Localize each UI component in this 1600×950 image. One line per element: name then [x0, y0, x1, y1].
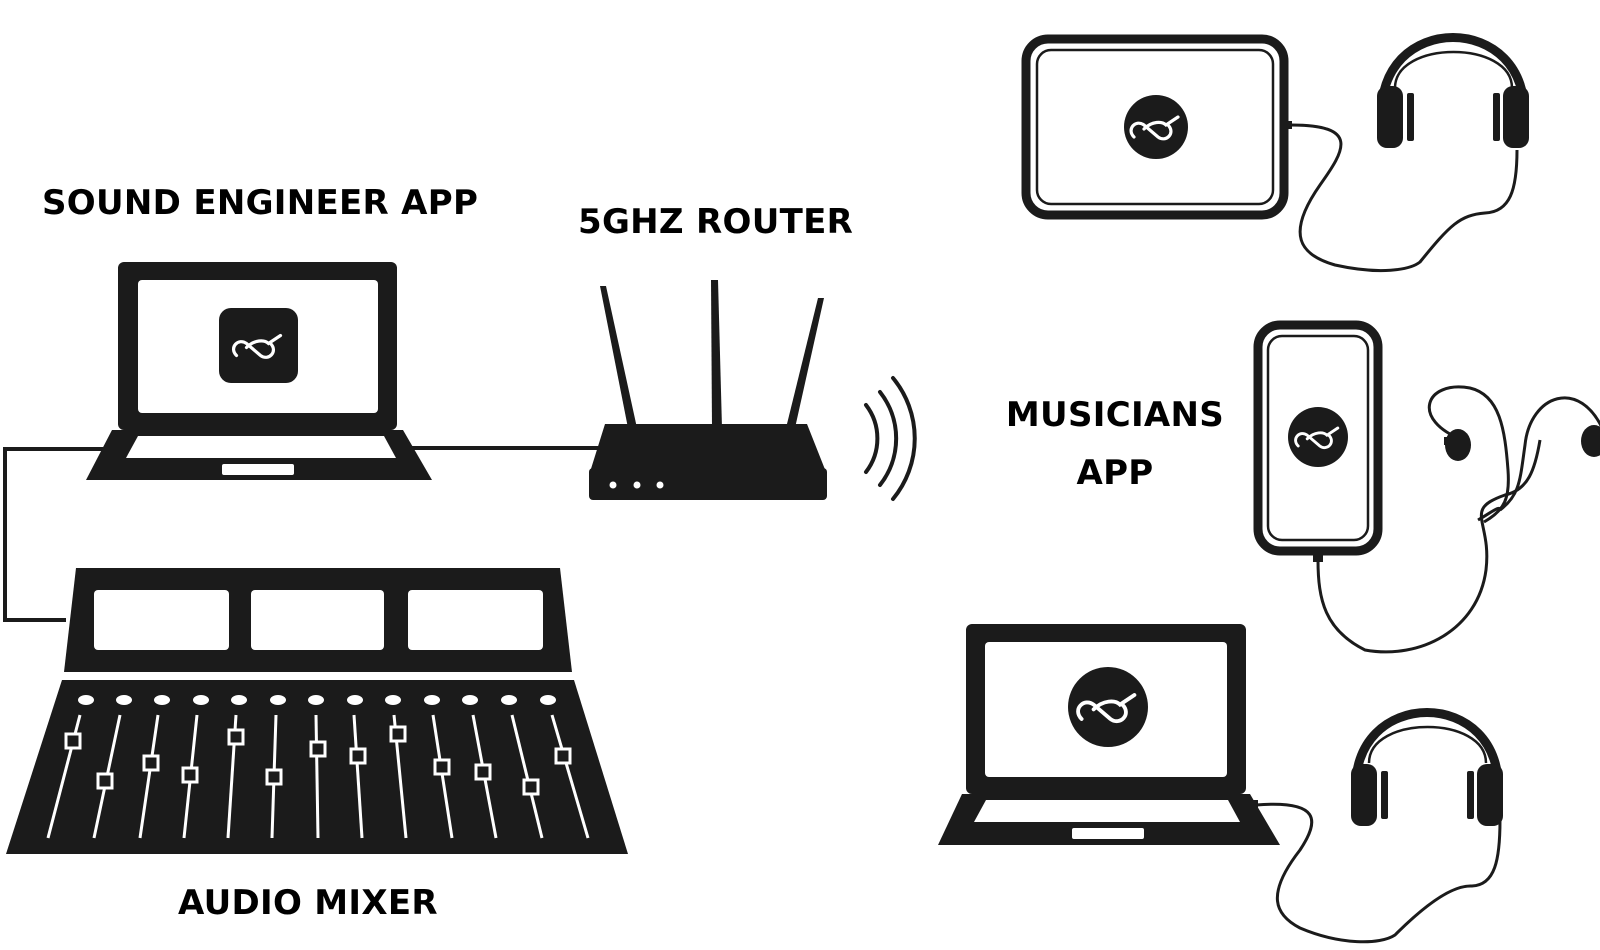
- laptop-icon: [938, 624, 1280, 845]
- earbuds-cable: [1316, 439, 1542, 654]
- earbuds-icon: [1427, 385, 1600, 524]
- headphone-cable: [1255, 802, 1502, 944]
- wifi-router-icon: [589, 280, 827, 500]
- app-logo-icon: [219, 308, 298, 383]
- app-logo-icon: [1124, 95, 1188, 159]
- audio-mixer-icon: [6, 568, 628, 854]
- headphone-cable: [1290, 123, 1519, 273]
- laptop-icon: [86, 262, 432, 480]
- headphones-icon: [1351, 708, 1503, 826]
- musicians-app-label-line1: MUSICIANS: [1005, 395, 1225, 435]
- wireless-signal-icon: [864, 376, 917, 501]
- headphones-icon: [1377, 33, 1529, 148]
- musicians-app-label-line2: APP: [1076, 453, 1154, 493]
- audio-mixer-label: AUDIO MIXER: [178, 883, 438, 923]
- sound-engineer-app-label: SOUND ENGINEER APP: [42, 183, 479, 223]
- app-logo-icon: [1288, 407, 1348, 467]
- earbud-tips: [1444, 425, 1600, 461]
- app-logo-icon: [1068, 667, 1148, 747]
- phone-icon: [1253, 320, 1383, 562]
- connection-lines: [3, 446, 600, 622]
- router-label: 5GHZ ROUTER: [578, 202, 854, 242]
- tablet-icon: [1021, 34, 1292, 220]
